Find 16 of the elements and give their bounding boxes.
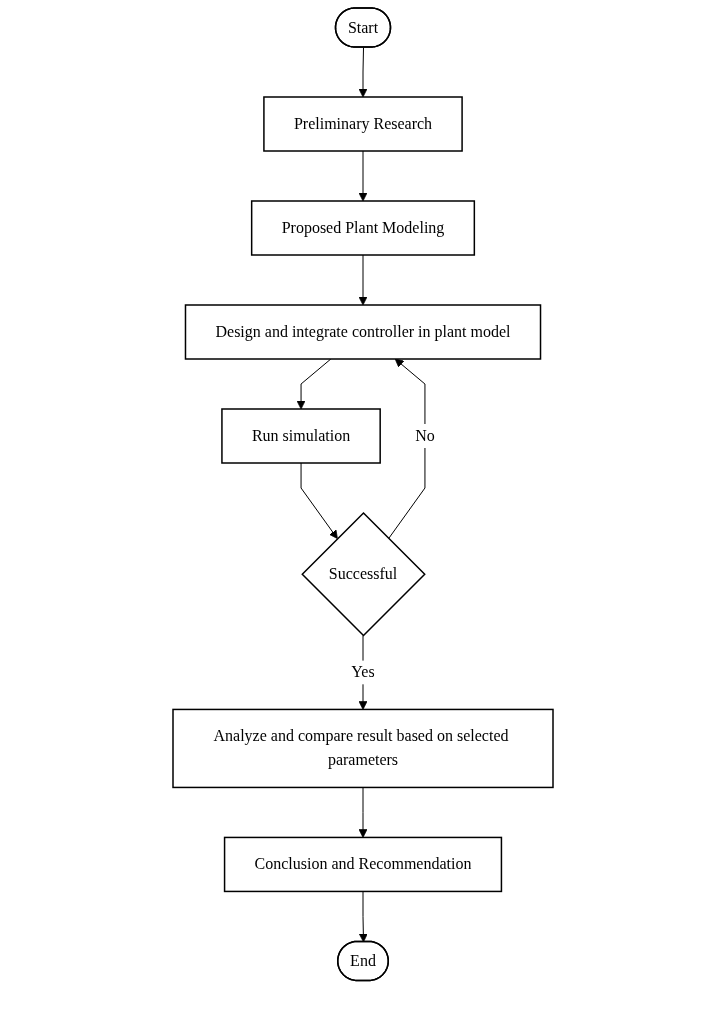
edge-label: Yes: [351, 663, 375, 681]
edge-label: No: [415, 427, 435, 444]
node-box: Run simulation: [221, 408, 381, 464]
arrow: [300, 462, 338, 539]
node-box: Proposed Plant Modeling: [250, 200, 476, 256]
node-box: Conclusion and Recommendation: [223, 836, 503, 893]
arrow: [296, 358, 332, 410]
node-diamond: Successful: [301, 511, 426, 637]
arrow: [388, 358, 426, 540]
arrow: [358, 786, 368, 838]
node-box: Preliminary Research: [263, 96, 463, 152]
node-box: Analyze and compare result based on selected parameters: [172, 708, 554, 789]
arrow: [358, 890, 368, 943]
arrow: [358, 254, 368, 306]
node-box: Design and integrate controller in plant model: [184, 304, 542, 360]
arrow: [358, 150, 368, 202]
